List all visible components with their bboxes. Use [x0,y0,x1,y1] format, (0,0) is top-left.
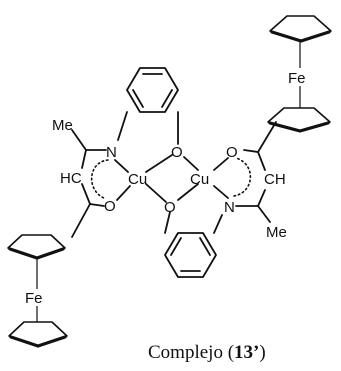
label-ch-right: CH [264,171,286,188]
atom-labels: Me N HC O Cu O O Cu N O CH Me Fe Fe [25,70,306,307]
delocalization-arc-left [90,159,109,199]
label-o-phenol-right: O [164,199,176,216]
cp-ring-bottom-upper [7,234,66,259]
cp-ring-top-upper-front [270,30,331,43]
label-hc-left: HC [60,170,82,187]
cp-ring-top-lower [267,107,331,132]
ferrocene-top [267,15,332,133]
benzene-ring-bottom [164,232,217,278]
label-n-left: N [106,144,117,161]
label-cu-left: Cu [128,171,147,188]
caption-prefix: Complejo ( [148,342,234,363]
label-o-phenol-left: O [171,144,183,161]
cp-ring-bottom-lower-front [9,335,67,348]
benzene-ring-top [126,67,179,113]
cp-ring-top-upper [269,15,332,42]
label-me-right: Me [266,224,287,241]
ligand-bonds [71,111,277,238]
figure-caption: Complejo (13’) [148,342,266,363]
label-fe-bottom: Fe [25,290,43,307]
caption-suffix: ) [259,342,265,363]
delocalization-arc-right [233,157,252,197]
label-n-right: N [224,199,235,216]
caption-number: 13’ [234,342,259,363]
label-o-keto-left: O [104,198,116,215]
cp-ring-top-lower-front [268,121,330,133]
label-o-keto-right: O [226,144,238,161]
cp-ring-bottom-lower [8,321,68,347]
label-fe-top: Fe [288,70,306,87]
ferrocene-bottom [7,234,68,348]
label-cu-right: Cu [190,171,209,188]
label-me-left: Me [52,117,73,134]
